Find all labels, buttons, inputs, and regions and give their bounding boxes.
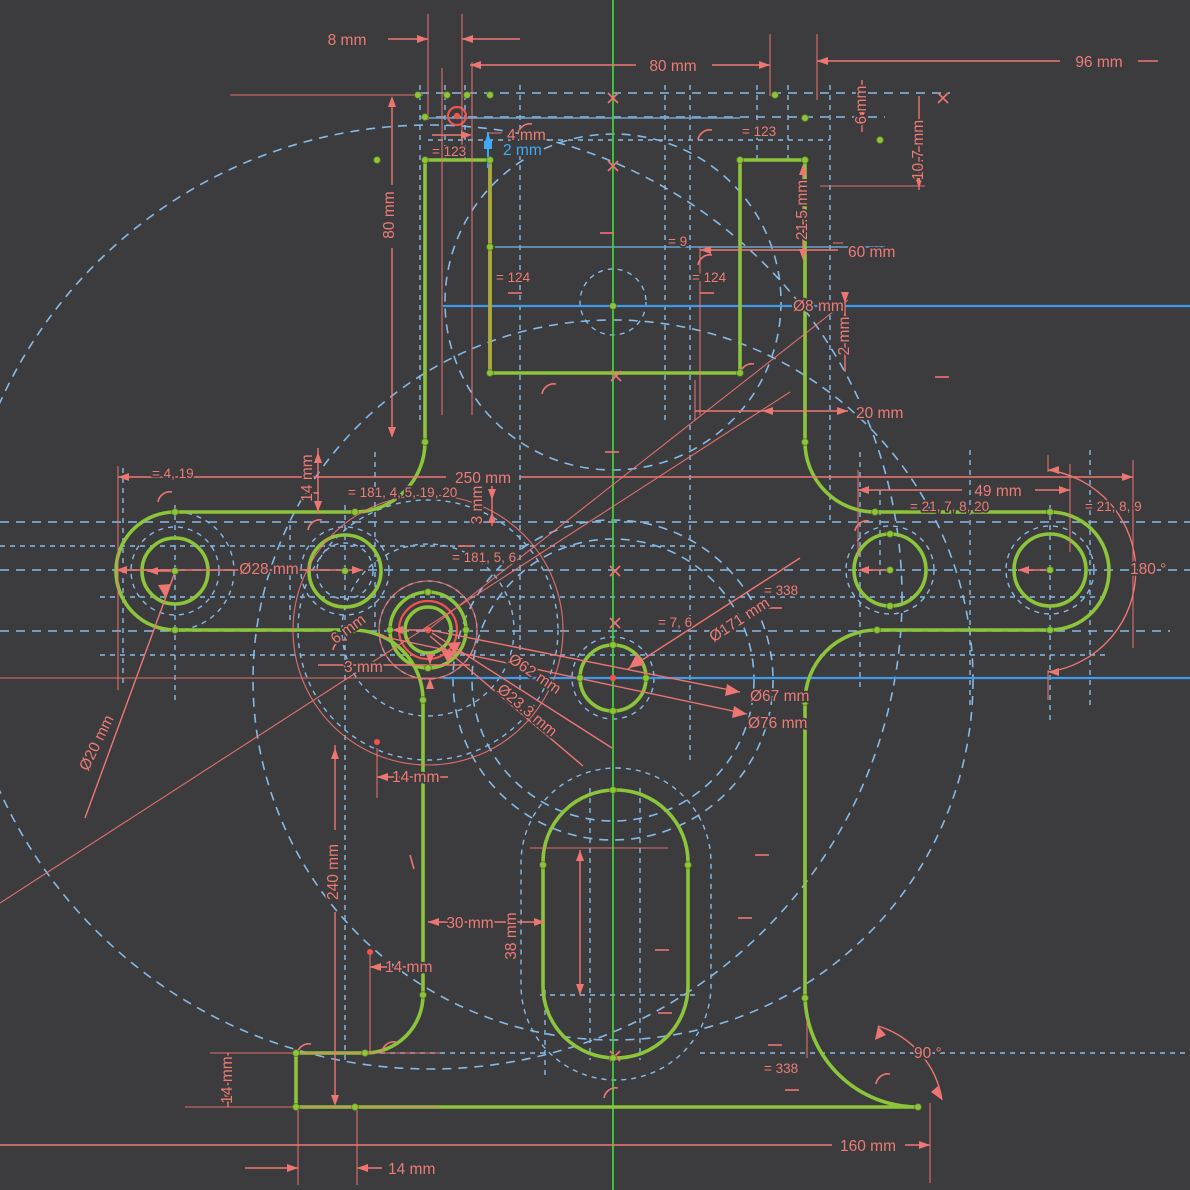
dim-10-7mm[interactable]: 10.7 mm (908, 118, 929, 182)
dim-38mm[interactable]: 38 mm (501, 911, 522, 962)
construction-circle-hole2-a[interactable] (300, 526, 390, 616)
dim-240mm[interactable]: 240 mm (323, 842, 344, 902)
dim-dia171[interactable]: Ø171 mm (705, 593, 775, 648)
constraint-123-left[interactable]: = 123 (430, 142, 468, 161)
dim-3mm-hub[interactable]: 3 mm (342, 657, 384, 678)
dim-20mm[interactable]: 20 mm (854, 403, 905, 424)
construction-circle-hub-mid[interactable] (341, 543, 515, 717)
dim-8mm[interactable]: 8 mm (326, 30, 368, 51)
hole-right-outer[interactable] (1012, 532, 1088, 608)
dim-49mm[interactable]: 49 mm (973, 481, 1024, 502)
dim-3mm-arm[interactable]: 3 mm (467, 484, 488, 526)
constraint-4-19[interactable]: = 4, 19 (150, 464, 195, 483)
construction-circle-hub-outer[interactable] (297, 499, 559, 761)
dim-90deg[interactable]: 90 ° (912, 1043, 943, 1064)
dim-dia76[interactable]: Ø76 mm (746, 713, 809, 734)
construction-circle-hole1-a[interactable] (130, 526, 220, 616)
selected-entities[interactable] (292, 105, 617, 766)
dim-180deg[interactable]: 180 ° (1128, 559, 1168, 580)
dim-80mm-vert[interactable]: 80 mm (379, 190, 400, 241)
hole-left-inner[interactable] (307, 533, 383, 609)
constraint-123-right[interactable]: = 123 (740, 122, 778, 141)
dim-14mm-arm[interactable]: 14 mm (297, 453, 318, 504)
constraint-181-4-5-19-20[interactable]: = 181, 4, 5, 19, 20 (346, 483, 459, 502)
dim-96mm[interactable]: 96 mm (1074, 52, 1125, 73)
dim-14mm-flange[interactable]: 14 mm (217, 1055, 238, 1106)
dimension-lines[interactable] (0, 14, 1158, 1185)
hub-red-circle-135[interactable] (292, 494, 564, 766)
part-outline[interactable] (114, 158, 1111, 1109)
constraint-21-7-8-20[interactable]: = 21, 7, 8, 20 (908, 497, 991, 516)
dim-21-5mm[interactable]: 21.5 mm (792, 178, 813, 242)
constraint-338-bottom[interactable]: = 338 (762, 1059, 800, 1078)
dim-14mm-hub[interactable]: 14 mm (390, 767, 441, 788)
dim-80mm-top[interactable]: 80 mm (648, 56, 699, 77)
dim-60mm[interactable]: 60 mm (846, 242, 897, 263)
dim-14mm-bottom[interactable]: 14 mm (386, 1159, 437, 1180)
sketch-points[interactable] (171, 91, 1054, 1111)
constraint-7-6[interactable]: = 7, 6 (656, 613, 694, 632)
construction-geometry[interactable] (0, 85, 1190, 1081)
constraint-124-left[interactable]: = 124 (494, 268, 532, 287)
constraint-9[interactable]: = 9 (666, 232, 689, 251)
sketch-axes[interactable] (420, 0, 1190, 1190)
constraint-124-right[interactable]: = 124 (690, 268, 728, 287)
dim-14mm-slot[interactable]: 14 mm (383, 957, 434, 978)
dim-4mm[interactable]: 4 mm (505, 125, 547, 146)
dim-30mm[interactable]: 30 mm (445, 913, 496, 934)
dim-dia28[interactable]: Ø28 mm (238, 559, 301, 580)
dim-dia67[interactable]: Ø67 mm (748, 686, 811, 707)
constraint-181-5-6[interactable]: = 181, 5, 6 (450, 548, 518, 567)
constraint-338-mid[interactable]: = 338 (762, 581, 800, 600)
dim-2mm-vert[interactable]: 2 mm (834, 315, 855, 357)
constraint-21-8-9[interactable]: = 21, 8, 9 (1083, 497, 1143, 516)
selected-point-circle[interactable] (446, 105, 468, 127)
dim-160mm[interactable]: 160 mm (838, 1136, 898, 1157)
construction-slot-offset[interactable] (520, 767, 712, 1081)
hole-left-outer[interactable] (140, 536, 210, 606)
hub-red-circle-49[interactable] (378, 580, 478, 680)
dim-6mm-top[interactable]: 6 mm (851, 84, 872, 126)
dim-250mm[interactable]: 250 mm (453, 468, 513, 489)
dimension-texts: 8 mm 80 mm 96 mm 4 mm 2 mm = 123 = 123 8… (75, 30, 1169, 1180)
dim-dia8[interactable]: Ø8 mm (791, 296, 845, 317)
dim-dia20[interactable]: Ø20 mm (75, 711, 120, 775)
dim-2mm-selected[interactable]: 2 mm (501, 140, 543, 161)
